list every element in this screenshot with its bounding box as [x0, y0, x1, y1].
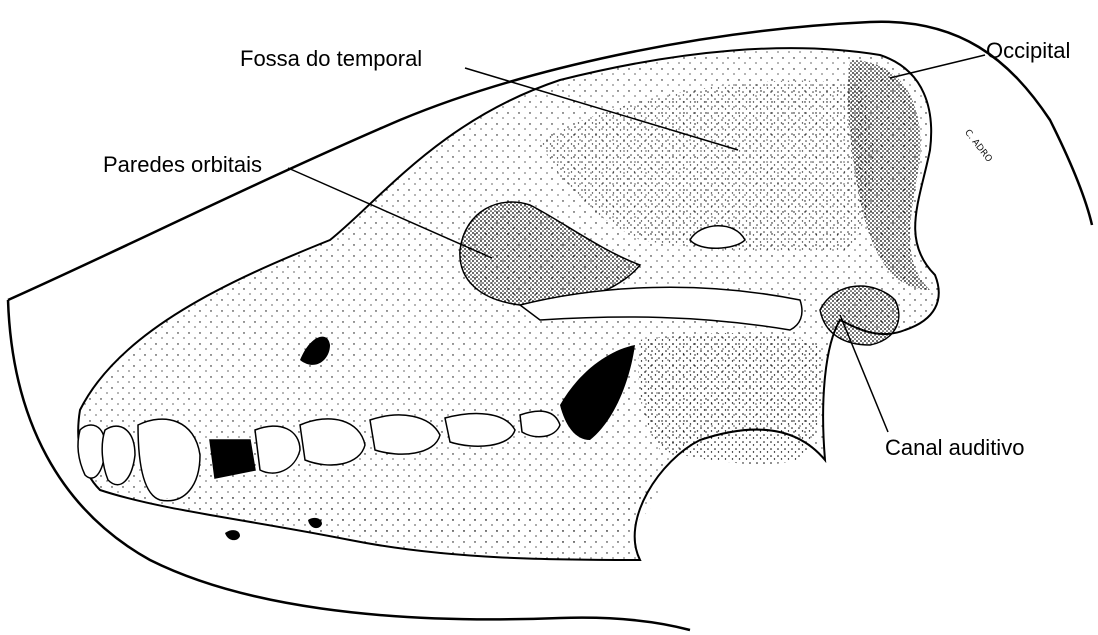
label-paredes-orbitais: Paredes orbitais	[103, 154, 262, 176]
label-occipital: Occipital	[986, 40, 1070, 62]
mandible-shading	[638, 333, 822, 464]
mental-foramen	[225, 530, 240, 540]
label-canal-auditivo: Canal auditivo	[885, 437, 1024, 459]
label-fossa-do-temporal: Fossa do temporal	[240, 48, 422, 70]
